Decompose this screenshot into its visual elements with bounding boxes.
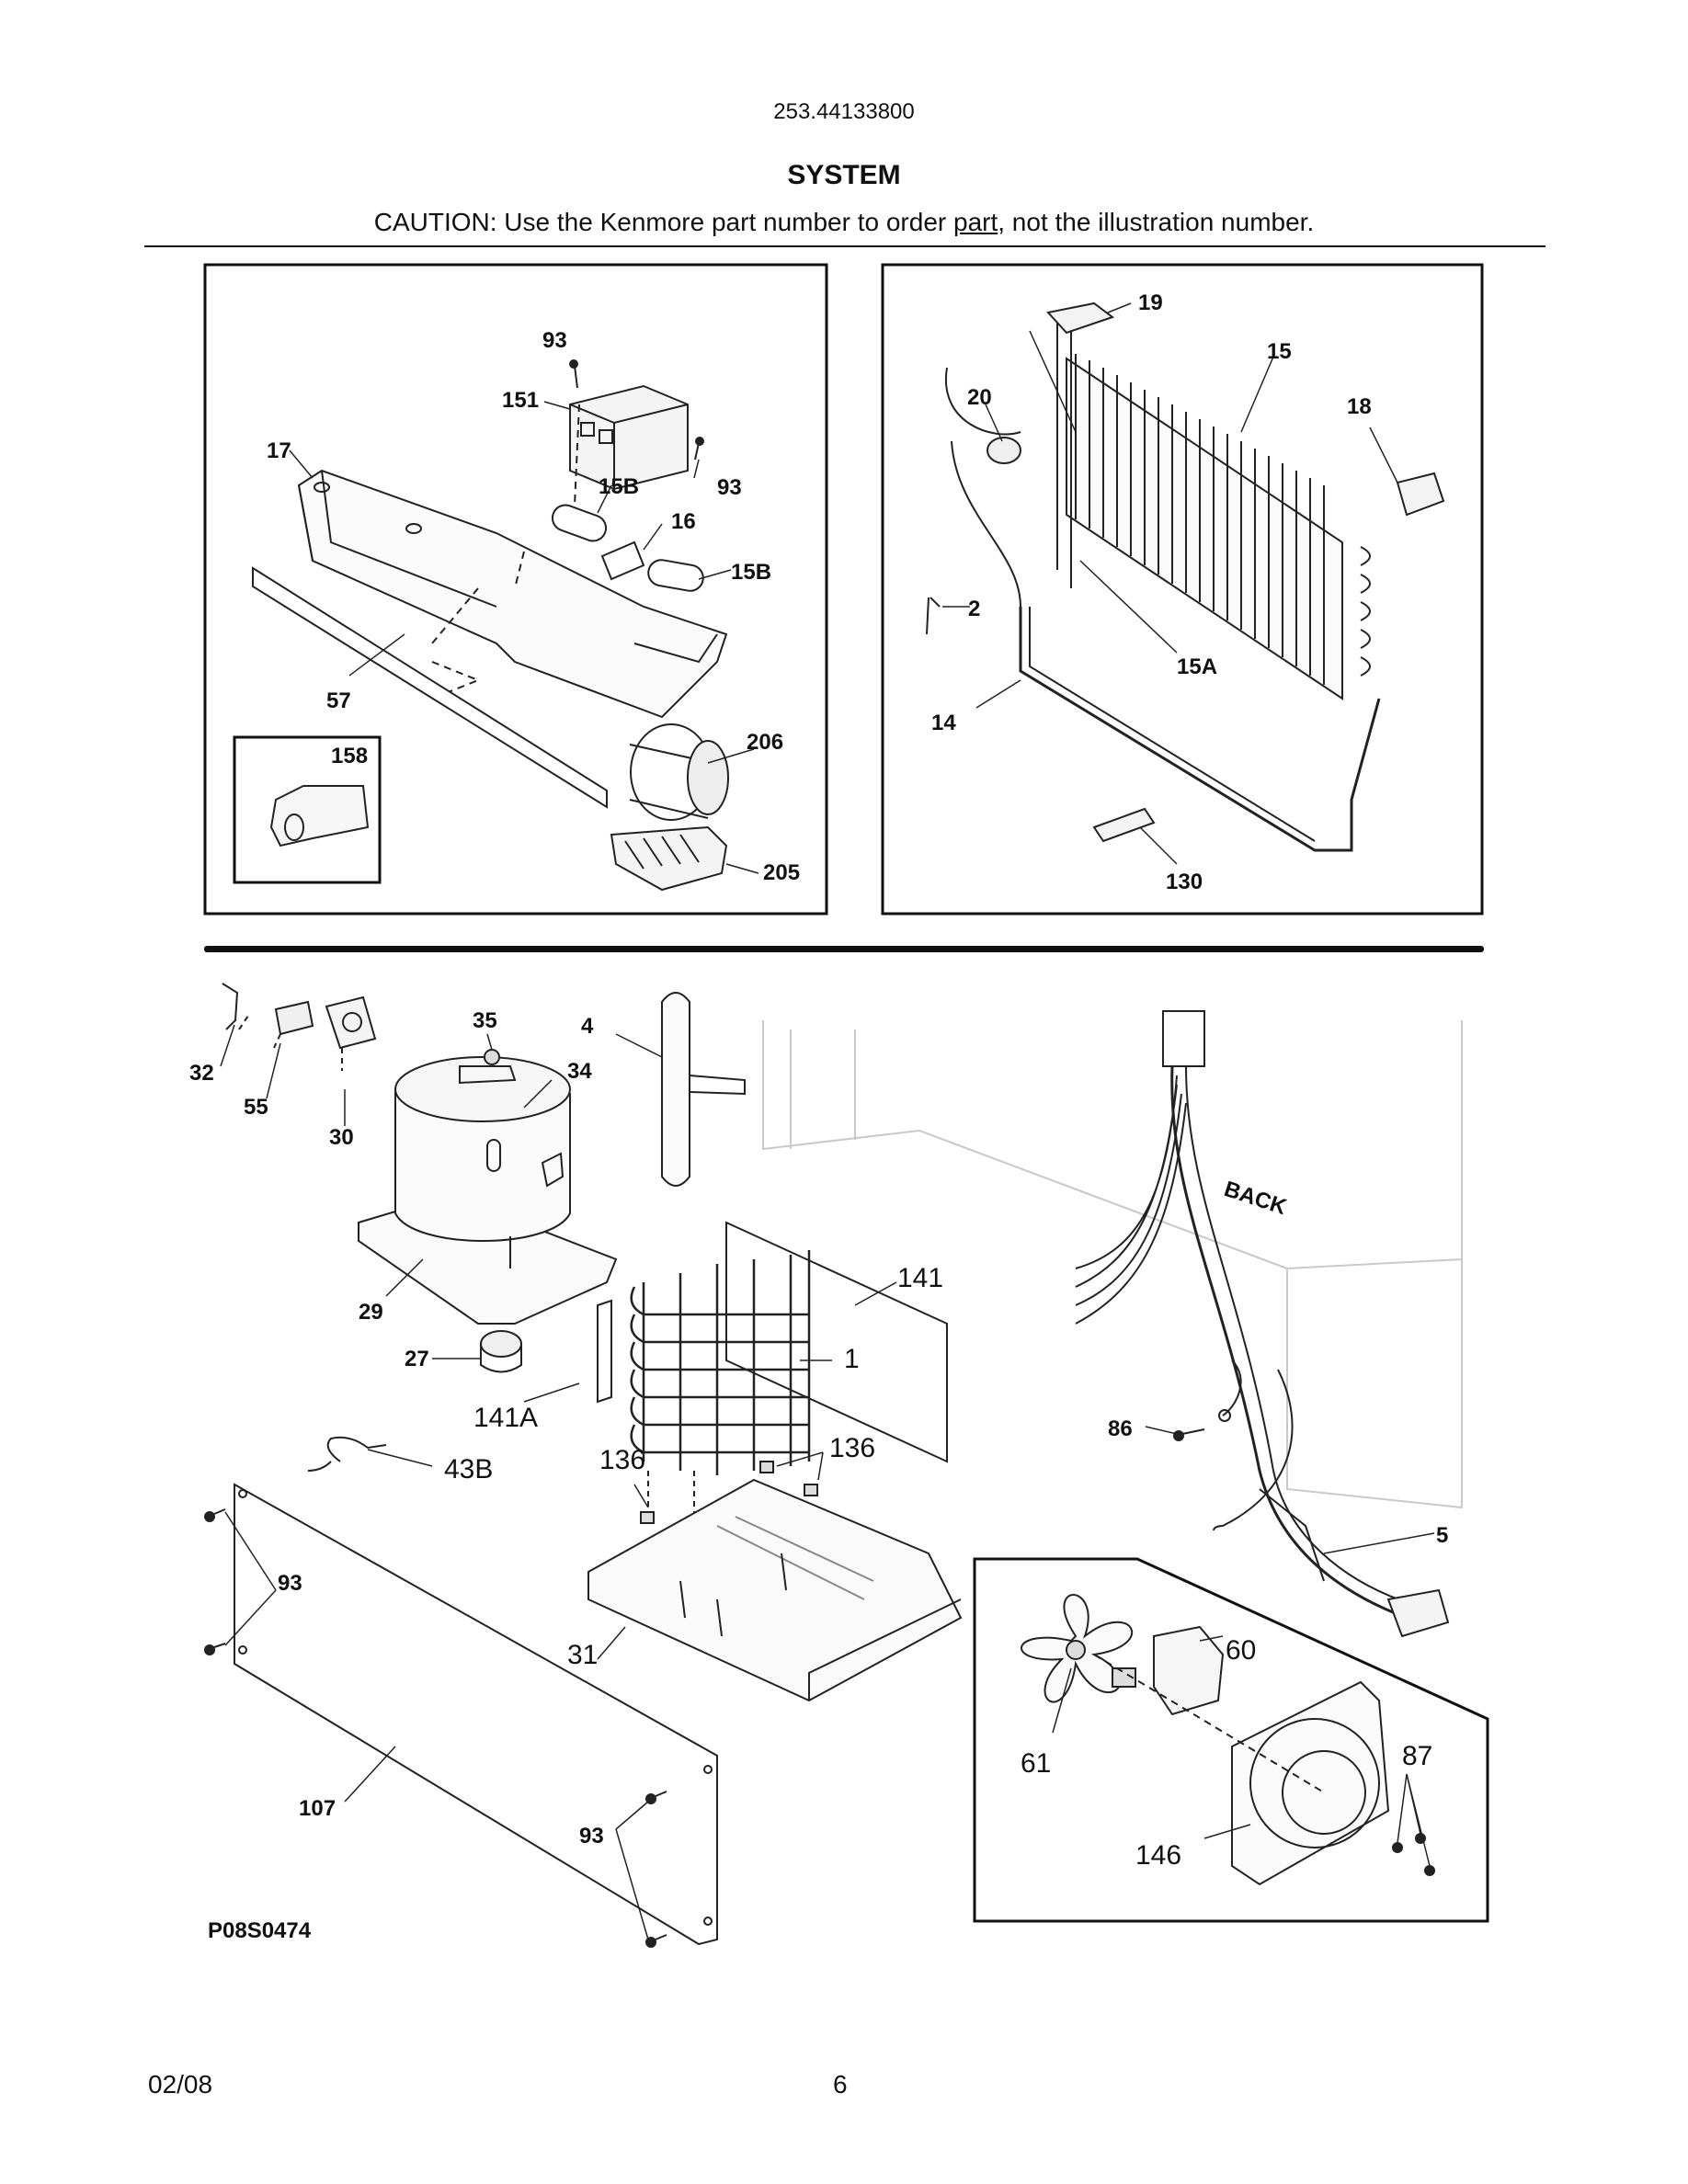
control-housing-drawing bbox=[252, 359, 729, 892]
label-32: 32 bbox=[189, 1061, 214, 1086]
caution-text: CAUTION: Use the Kenmore part number to … bbox=[0, 208, 1688, 237]
label-19: 19 bbox=[1138, 290, 1163, 315]
cabinet-outline bbox=[762, 1020, 1463, 1509]
leader-lines-top-right bbox=[942, 302, 1398, 865]
label-93: 93 bbox=[579, 1824, 604, 1848]
panel-evaporator bbox=[881, 263, 1484, 916]
label-136: 136 bbox=[829, 1433, 875, 1463]
label-205: 205 bbox=[763, 860, 800, 885]
label-130: 130 bbox=[1166, 870, 1203, 894]
footer-date: 02/08 bbox=[148, 2070, 213, 2099]
label-5: 5 bbox=[1436, 1523, 1448, 1548]
evaporator-drawing bbox=[926, 301, 1445, 852]
label-158: 158 bbox=[331, 744, 368, 768]
label-93: 93 bbox=[542, 328, 567, 353]
label-57: 57 bbox=[326, 688, 351, 713]
label-17: 17 bbox=[267, 438, 291, 463]
label-146: 146 bbox=[1135, 1840, 1181, 1871]
page-number: 6 bbox=[833, 2070, 848, 2099]
caution-link: part bbox=[953, 208, 998, 236]
label-107: 107 bbox=[299, 1796, 336, 1821]
label-35: 35 bbox=[473, 1008, 497, 1033]
label-15a: 15A bbox=[1177, 654, 1217, 679]
label-16: 16 bbox=[671, 509, 696, 534]
label-29: 29 bbox=[359, 1300, 383, 1325]
label-15b: 15B bbox=[599, 474, 639, 499]
label-31: 31 bbox=[567, 1640, 598, 1670]
label-back: BACK bbox=[1221, 1177, 1290, 1220]
label-1: 1 bbox=[844, 1344, 860, 1374]
label-93: 93 bbox=[278, 1571, 302, 1596]
leader-lines-top-left bbox=[289, 401, 759, 874]
leader-lines-bottom bbox=[220, 1024, 1435, 1940]
label-141: 141 bbox=[897, 1263, 943, 1293]
label-93: 93 bbox=[717, 475, 742, 500]
inset-158 bbox=[233, 735, 382, 884]
label-55: 55 bbox=[244, 1095, 268, 1120]
fan-assembly-drawing bbox=[1021, 1594, 1435, 1886]
label-43b: 43B bbox=[444, 1454, 493, 1484]
label-14: 14 bbox=[931, 711, 956, 735]
caution-suffix: , not the illustration number. bbox=[998, 208, 1315, 236]
label-60: 60 bbox=[1226, 1635, 1256, 1666]
panel-control-housing bbox=[203, 263, 828, 916]
label-87: 87 bbox=[1402, 1741, 1432, 1771]
model-number: 253.44133800 bbox=[773, 99, 915, 124]
label-206: 206 bbox=[747, 730, 783, 755]
section-title: SYSTEM bbox=[787, 160, 901, 190]
label-4: 4 bbox=[581, 1014, 594, 1039]
label-151: 151 bbox=[502, 388, 539, 413]
label-15: 15 bbox=[1267, 339, 1292, 364]
inset-fan-assembly bbox=[973, 1557, 1489, 1923]
label-2: 2 bbox=[968, 597, 980, 621]
header-rule bbox=[144, 245, 1545, 247]
label-20: 20 bbox=[967, 385, 992, 410]
drawing-code: P08S0474 bbox=[208, 1918, 312, 1943]
bottom-drawing bbox=[204, 983, 1450, 1948]
label-27: 27 bbox=[405, 1347, 429, 1371]
label-86: 86 bbox=[1108, 1416, 1133, 1441]
caution-prefix: CAUTION: Use the Kenmore part number to … bbox=[373, 208, 953, 236]
label-141a: 141A bbox=[473, 1403, 538, 1433]
part-158-drawing bbox=[269, 785, 370, 847]
label-136: 136 bbox=[599, 1445, 645, 1475]
label-18: 18 bbox=[1347, 394, 1372, 419]
label-30: 30 bbox=[329, 1125, 354, 1150]
label-34: 34 bbox=[567, 1059, 592, 1084]
label-15b: 15B bbox=[731, 560, 771, 585]
label-61: 61 bbox=[1021, 1748, 1051, 1779]
section-divider bbox=[204, 946, 1484, 952]
